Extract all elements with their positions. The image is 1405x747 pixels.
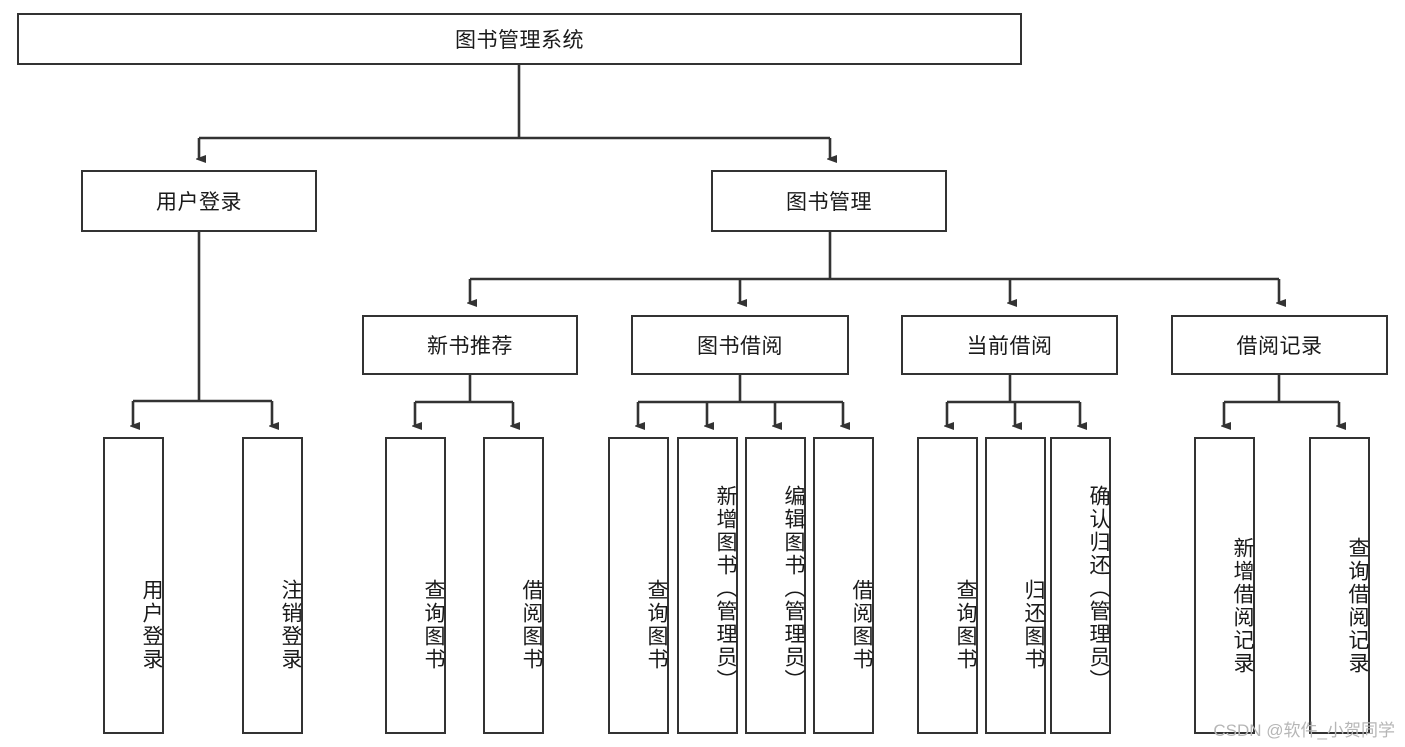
node-leaf-borrow-book-2[interactable]: 借阅图书 bbox=[813, 437, 874, 734]
node-borrow-record[interactable]: 借阅记录 bbox=[1171, 315, 1388, 375]
node-leaf-query-book-1[interactable]: 查询图书 bbox=[385, 437, 446, 734]
node-leaf-logout-label: 注销登录 bbox=[279, 578, 302, 671]
watermark: CSDN @软件_小贺同学 bbox=[1213, 721, 1395, 740]
node-leaf-add-record[interactable]: 新增借阅记录 bbox=[1194, 437, 1255, 734]
node-user-login-label: 用户登录 bbox=[156, 191, 242, 214]
node-leaf-borrow-book-2-label: 借阅图书 bbox=[850, 578, 873, 671]
node-new-book-recommend[interactable]: 新书推荐 bbox=[362, 315, 578, 375]
node-leaf-add-book-label: 新增图书（管理员） bbox=[714, 485, 737, 692]
node-current-borrow[interactable]: 当前借阅 bbox=[901, 315, 1118, 375]
node-new-book-recommend-label: 新书推荐 bbox=[427, 335, 513, 358]
node-leaf-add-record-label: 新增借阅记录 bbox=[1231, 536, 1254, 675]
node-leaf-user-login[interactable]: 用户登录 bbox=[103, 437, 164, 734]
node-leaf-query-book-3[interactable]: 查询图书 bbox=[917, 437, 978, 734]
node-leaf-confirm-return[interactable]: 确认归还（管理员） bbox=[1050, 437, 1111, 734]
node-leaf-query-book-3-label: 查询图书 bbox=[954, 578, 977, 671]
node-leaf-query-record[interactable]: 查询借阅记录 bbox=[1309, 437, 1370, 734]
node-leaf-query-record-label: 查询借阅记录 bbox=[1346, 536, 1369, 675]
node-leaf-borrow-book-1[interactable]: 借阅图书 bbox=[483, 437, 544, 734]
node-book-borrow[interactable]: 图书借阅 bbox=[631, 315, 849, 375]
node-root[interactable]: 图书管理系统 bbox=[17, 13, 1022, 65]
node-leaf-edit-book-label: 编辑图书（管理员） bbox=[782, 485, 805, 692]
node-leaf-borrow-book-1-label: 借阅图书 bbox=[520, 578, 543, 671]
node-leaf-return-book-label: 归还图书 bbox=[1022, 578, 1045, 671]
node-leaf-add-book[interactable]: 新增图书（管理员） bbox=[677, 437, 738, 734]
node-leaf-query-book-2[interactable]: 查询图书 bbox=[608, 437, 669, 734]
node-leaf-query-book-1-label: 查询图书 bbox=[422, 578, 445, 671]
node-leaf-query-book-2-label: 查询图书 bbox=[645, 578, 668, 671]
node-leaf-logout[interactable]: 注销登录 bbox=[242, 437, 303, 734]
node-borrow-record-label: 借阅记录 bbox=[1236, 335, 1323, 358]
node-book-manage[interactable]: 图书管理 bbox=[711, 170, 947, 232]
node-root-label: 图书管理系统 bbox=[455, 29, 584, 52]
node-user-login[interactable]: 用户登录 bbox=[81, 170, 317, 232]
node-leaf-edit-book[interactable]: 编辑图书（管理员） bbox=[745, 437, 806, 734]
node-book-borrow-label: 图书借阅 bbox=[697, 335, 783, 358]
node-book-manage-label: 图书管理 bbox=[786, 191, 872, 214]
node-leaf-return-book[interactable]: 归还图书 bbox=[985, 437, 1046, 734]
node-leaf-user-login-label: 用户登录 bbox=[140, 578, 163, 671]
node-leaf-confirm-return-label: 确认归还（管理员） bbox=[1087, 485, 1110, 692]
node-current-borrow-label: 当前借阅 bbox=[966, 335, 1053, 358]
